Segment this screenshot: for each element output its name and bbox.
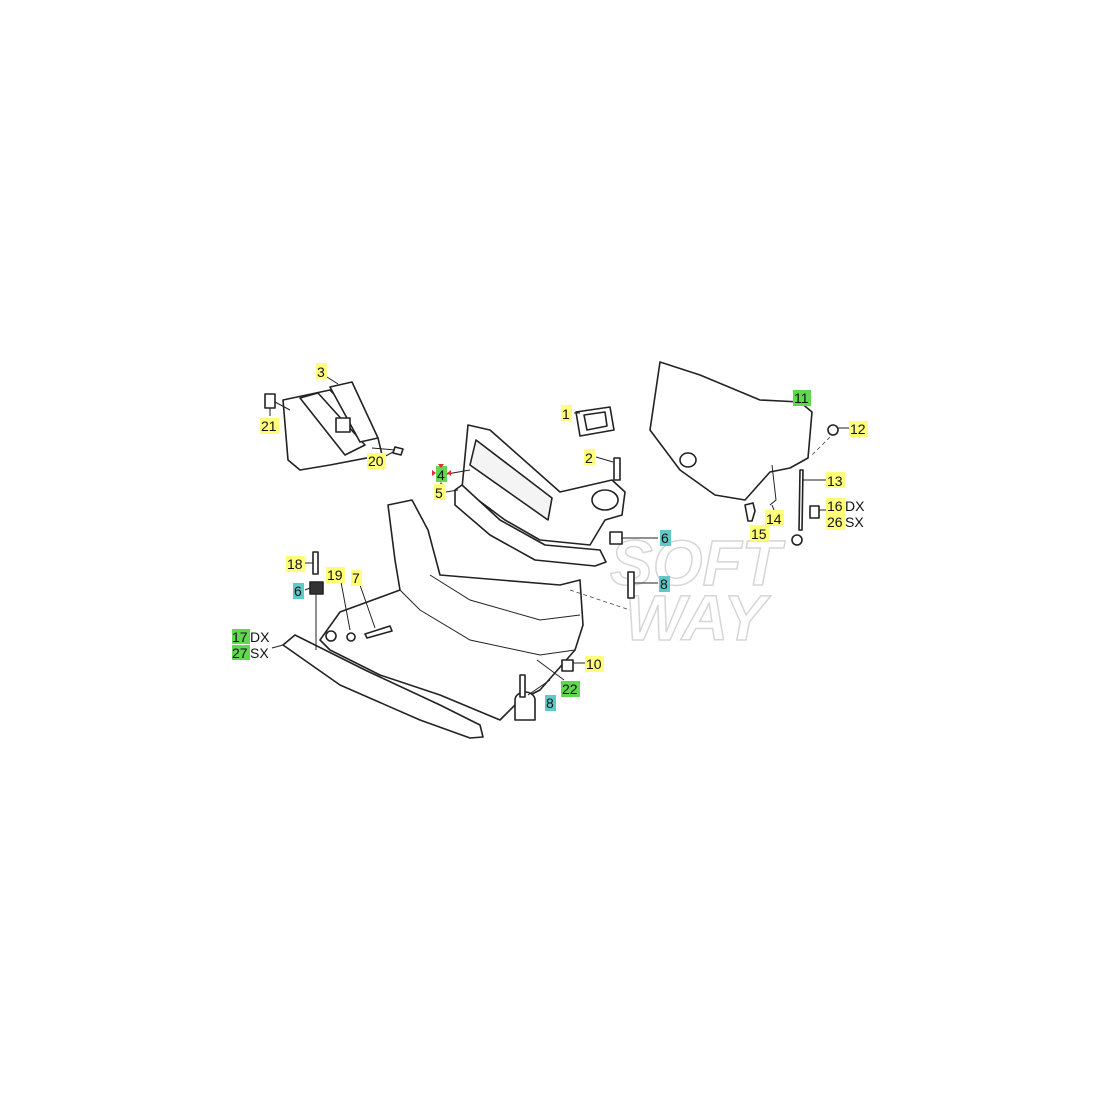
label-22: 22	[561, 681, 580, 697]
label-4: 4	[432, 464, 451, 486]
svg-text:7: 7	[352, 570, 360, 586]
svg-text:4: 4	[437, 467, 445, 483]
part-16-clip	[809, 505, 820, 519]
main-front-shield	[319, 499, 631, 721]
part-labels: 1 2 3 4 5 6 6 7 8 8 10 11 12 13 14 15 16…	[232, 363, 868, 711]
svg-text:15: 15	[751, 526, 767, 542]
part-6-nut	[609, 531, 623, 545]
svg-text:20: 20	[368, 453, 384, 469]
part-6-clip-left	[309, 581, 324, 595]
label-19: 19	[326, 567, 345, 583]
svg-text:6: 6	[294, 583, 302, 599]
svg-text:SX: SX	[845, 514, 864, 530]
part-3-bracket	[264, 381, 404, 471]
label-6-left: 6	[293, 583, 304, 599]
part-4-5-frame	[454, 424, 635, 599]
part-2-screw	[613, 457, 621, 481]
svg-text:22: 22	[562, 681, 578, 697]
label-5: 5	[434, 484, 445, 501]
svg-text:DX: DX	[250, 629, 270, 645]
svg-text:26: 26	[827, 514, 843, 530]
part-20-screw	[392, 446, 404, 456]
label-10: 10	[585, 656, 604, 672]
label-6-upper: 6	[660, 530, 671, 546]
label-18: 18	[286, 556, 305, 572]
label-7: 7	[351, 570, 362, 586]
svg-text:12: 12	[850, 421, 866, 437]
svg-text:5: 5	[435, 485, 443, 501]
watermark-way: WAY	[625, 582, 771, 654]
svg-text:13: 13	[827, 473, 843, 489]
svg-text:18: 18	[287, 556, 303, 572]
part-11-cover	[649, 361, 839, 546]
part-8-screw-lower	[519, 674, 526, 698]
svg-text:8: 8	[660, 576, 668, 592]
label-12: 12	[849, 421, 868, 437]
label-2: 2	[584, 449, 595, 466]
part-21-clip	[264, 393, 276, 409]
label-1: 1	[561, 405, 572, 422]
label-15: 15	[750, 525, 769, 542]
label-13: 13	[826, 472, 845, 489]
part-1-cap	[575, 406, 615, 437]
part-7-screw	[364, 625, 393, 639]
svg-text:DX: DX	[845, 498, 865, 514]
svg-text:10: 10	[586, 656, 602, 672]
svg-text:16: 16	[827, 498, 843, 514]
svg-text:8: 8	[546, 695, 554, 711]
svg-text:19: 19	[327, 567, 343, 583]
svg-text:11: 11	[794, 390, 809, 406]
svg-text:SX: SX	[250, 645, 269, 661]
svg-text:14: 14	[766, 511, 782, 527]
svg-text:6: 6	[661, 530, 669, 546]
part-15-screw	[744, 502, 756, 522]
svg-text:1: 1	[562, 406, 570, 422]
part-8-screw	[627, 571, 635, 599]
label-21: 21	[260, 418, 279, 434]
label-8-upper: 8	[659, 576, 670, 592]
svg-text:21: 21	[261, 418, 277, 434]
svg-text:3: 3	[317, 364, 325, 380]
label-11: 11	[793, 390, 811, 406]
label-3: 3	[316, 363, 327, 380]
svg-text:2: 2	[585, 450, 593, 466]
part-17-trim-strip	[282, 634, 484, 739]
part-12-nut	[827, 424, 839, 436]
svg-text:27: 27	[232, 645, 248, 661]
part-13-rod	[798, 469, 804, 531]
label-8-lower: 8	[545, 695, 556, 711]
svg-text:17: 17	[232, 629, 248, 645]
label-14: 14	[765, 510, 784, 527]
part-10-nut	[561, 659, 574, 672]
label-20: 20	[367, 453, 386, 469]
part-18-screw	[312, 551, 319, 575]
